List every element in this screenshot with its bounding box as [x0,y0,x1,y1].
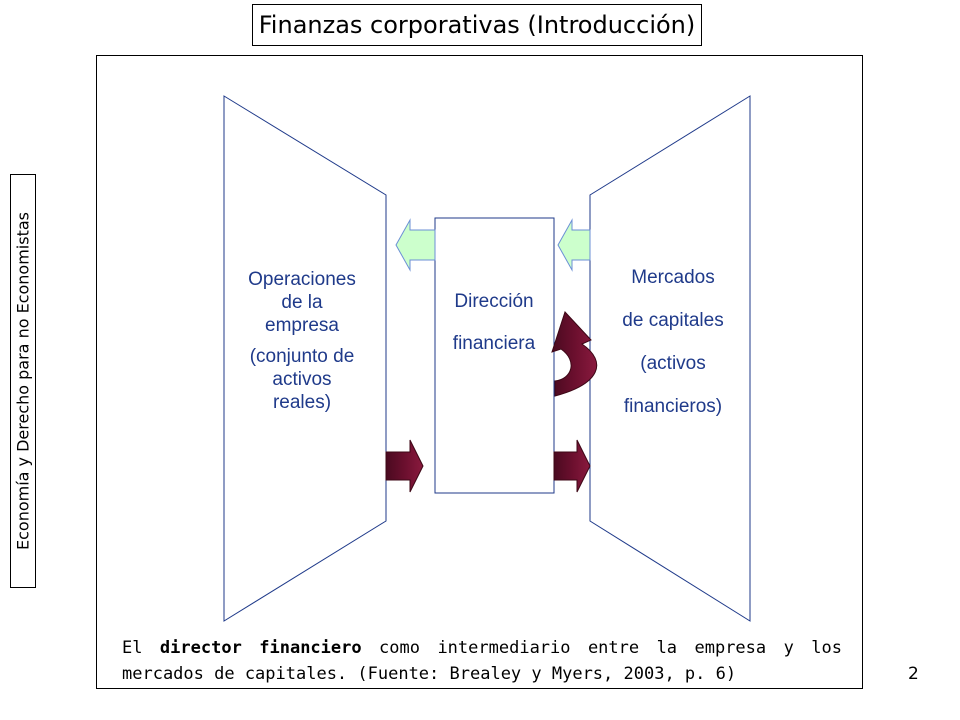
operations-line: reales) [272,392,332,413]
caption-bold: director financiero [159,638,362,658]
operations-shape [223,95,387,622]
maroon-arrow-left [385,439,424,493]
caption-part1: El [122,638,160,658]
curved-maroon-arrow [551,311,598,397]
markets-line: (activos [640,353,706,374]
operations-line: Operaciones [248,269,356,290]
direction-line: Dirección [454,291,534,312]
page-number: 2 [908,664,919,684]
markets-line: Mercados [631,267,715,288]
operations-line: (conjunto de [249,346,355,367]
operations-label: Operaciones de la empresa (conjunto de a… [232,268,372,414]
slide-title: Finanzas corporativas (Introducción) [252,4,702,46]
markets-line: de capitales [622,310,724,331]
caption: El director financiero como intermediari… [122,635,842,687]
caption-part2: como intermediario entre la empresa y lo… [122,638,842,684]
markets-label: Mercados de capitales (activos financier… [603,256,743,428]
operations-line: empresa [265,315,339,336]
green-arrow-left [395,218,436,272]
direction-line: financiera [452,333,536,354]
markets-shape [589,95,751,622]
diagram-frame [96,55,863,689]
direction-label: Dirección financiera [436,281,552,365]
operations-line: de la [281,292,323,313]
side-label: Economía y Derecho para no Economistas [10,174,36,588]
maroon-arrow-right [553,439,591,493]
green-arrow-right [557,218,591,272]
slide-title-text: Finanzas corporativas (Introducción) [258,11,696,39]
direction-box [434,217,555,494]
markets-line: financieros) [623,396,723,417]
operations-line: activos [272,369,332,390]
